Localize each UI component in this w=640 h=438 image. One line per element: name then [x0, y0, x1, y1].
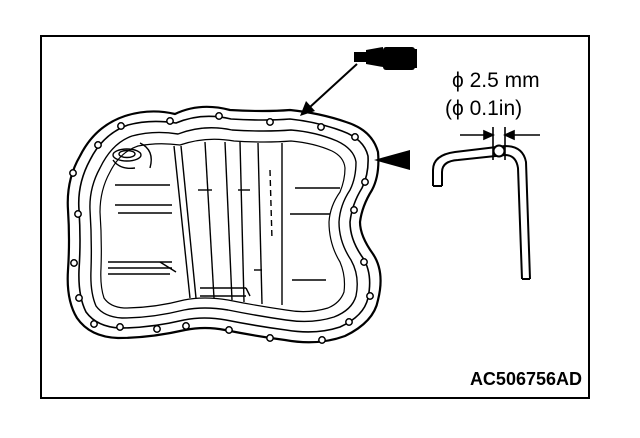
- pan-interior-ribs: [108, 141, 340, 305]
- bead-arrow: [374, 150, 410, 170]
- sealant-leader-arrow: [300, 63, 358, 116]
- sealant-bead-icon: [432, 144, 531, 280]
- diagram-frame: [40, 35, 590, 399]
- sealant-tube-icon: [354, 47, 417, 70]
- bead-diameter-in: (ϕ 0.1in): [445, 97, 523, 120]
- drain-plug: [112, 142, 152, 170]
- bolt-holes: [69, 112, 374, 344]
- dimension-lines: [460, 127, 540, 160]
- figure-code: AC506756AD: [469, 369, 582, 389]
- bead-diameter-mm: ϕ 2.5 mm: [452, 69, 540, 92]
- oil-pan-icon: [66, 105, 382, 344]
